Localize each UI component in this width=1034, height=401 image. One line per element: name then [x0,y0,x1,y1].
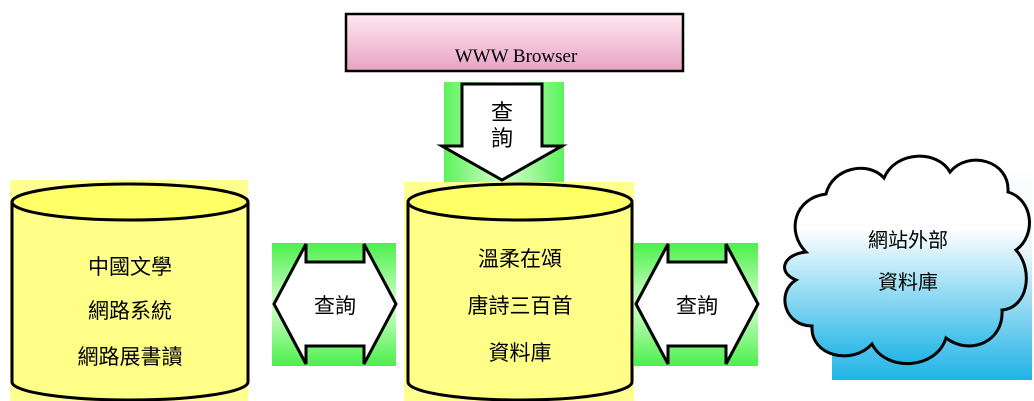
center-db-line-2: 唐詩三百首 [468,294,573,318]
top-arrow-char-1: 查 [491,101,513,126]
center-db-line-1: 溫柔在頌 [478,247,562,271]
external-database-cloud: 網站外部 資料庫 [783,154,1032,380]
left-db-line-2: 網路系統 [88,299,172,323]
left-query-double-arrow: 查詢 [272,243,398,366]
www-browser-label: WWW Browser [455,46,578,67]
right-query-double-arrow: 查詢 [634,243,760,366]
left-arrow-label: 查詢 [314,294,356,318]
top-arrow-char-2: 詢 [491,127,513,152]
right-arrow-label: 查詢 [676,294,718,318]
center-db-line-3: 資料庫 [489,341,552,365]
www-browser-box: WWW Browser [344,12,685,73]
top-query-arrow: 查 詢 [436,82,568,182]
center-database-cylinder: 溫柔在頌 唐詩三百首 資料庫 [404,182,634,401]
left-database-cylinder: 中國文學 網路系統 網路展書讀 [10,180,250,401]
cloud-line-2: 資料庫 [878,270,938,294]
left-db-line-3: 網路展書讀 [78,345,183,369]
left-db-line-1: 中國文學 [88,255,172,279]
cloud-line-1: 網站外部 [868,228,948,252]
